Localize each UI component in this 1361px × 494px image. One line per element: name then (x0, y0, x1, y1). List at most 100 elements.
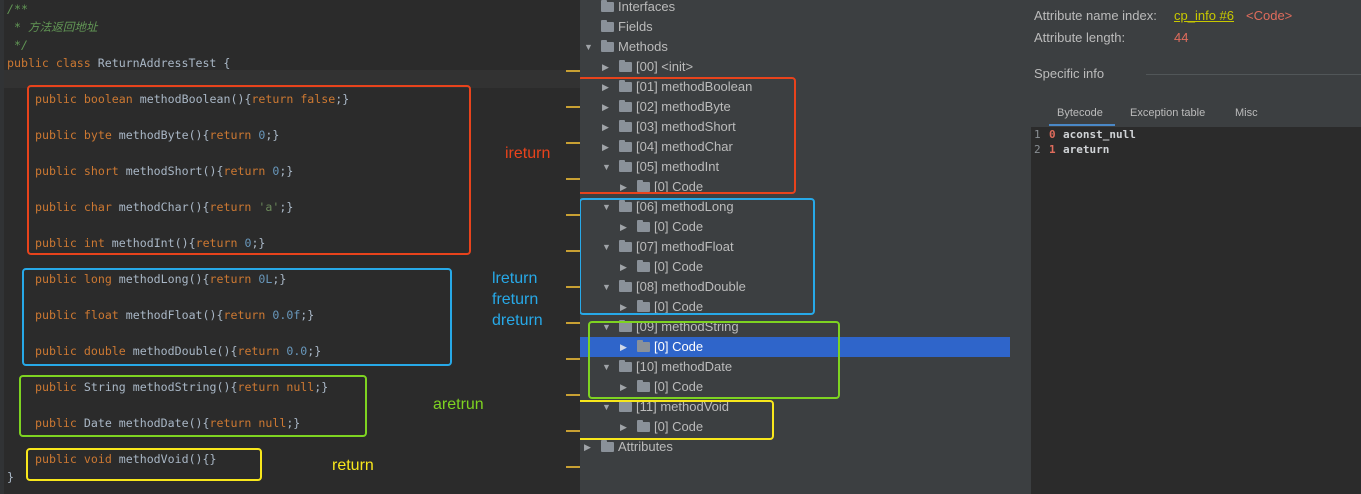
editor-marker (566, 142, 580, 144)
active-tab-indicator (1049, 124, 1115, 126)
line-number: 1 (1034, 128, 1041, 141)
folder-icon (637, 180, 650, 192)
code-line-method-char: public char methodChar(){return 'a';} (35, 200, 294, 214)
tree-node-method-00[interactable]: ▶[00] <init> (580, 57, 1031, 77)
folder-icon (601, 0, 614, 12)
line-number: 2 (1034, 143, 1041, 156)
tree-node-method-10[interactable]: ▼[10] methodDate (580, 357, 1031, 377)
section-divider (1146, 74, 1361, 75)
folder-icon (637, 340, 650, 352)
tree-node-method-04[interactable]: ▶[04] methodChar (580, 137, 1031, 157)
chevron-down-icon[interactable]: ▼ (584, 42, 593, 52)
tab-bytecode[interactable]: Bytecode (1057, 107, 1103, 119)
tree-node-method-08[interactable]: ▼[08] methodDouble (580, 277, 1031, 297)
chevron-down-icon[interactable]: ▼ (602, 242, 611, 252)
bytecode-view[interactable]: 1 0 aconst_null 2 1 areturn (1031, 127, 1361, 494)
lreturn-label: lreturn (492, 270, 538, 287)
code-line-method-int: public int methodInt(){return 0;} (35, 236, 266, 250)
tree-node-method-06[interactable]: ▼[06] methodLong (580, 197, 1031, 217)
chevron-down-icon[interactable]: ▼ (602, 282, 611, 292)
chevron-right-icon[interactable]: ▶ (620, 422, 627, 432)
class-open-brace: { (216, 56, 231, 70)
cp-info-link[interactable]: cp_info #6 (1174, 8, 1234, 23)
doc-comment-open: /** (7, 2, 28, 16)
folder-icon (637, 420, 650, 432)
folder-icon (637, 260, 650, 272)
editor-marker (566, 322, 580, 324)
bytecode-offset: 1 (1049, 143, 1056, 156)
aretrun-label: aretrun (433, 396, 484, 413)
folder-icon (619, 160, 632, 172)
editor-gutter (0, 0, 4, 494)
folder-icon (619, 100, 632, 112)
chevron-right-icon[interactable]: ▶ (602, 102, 609, 112)
tree-node-interfaces[interactable]: Interfaces (580, 0, 1031, 17)
class-name: ReturnAddressTest (97, 56, 217, 70)
chevron-right-icon[interactable]: ▶ (602, 122, 609, 132)
tree-node-method-03[interactable]: ▶[03] methodShort (580, 117, 1031, 137)
tab-misc[interactable]: Misc (1235, 107, 1258, 119)
folder-icon (637, 380, 650, 392)
tree-node-code[interactable]: ▶[0] Code (580, 177, 1031, 197)
chevron-right-icon[interactable]: ▶ (602, 62, 609, 72)
chevron-right-icon[interactable]: ▶ (602, 142, 609, 152)
chevron-right-icon[interactable]: ▶ (620, 302, 627, 312)
attribute-name-value: <Code> (1246, 8, 1293, 23)
tree-node-method-02[interactable]: ▶[02] methodByte (580, 97, 1031, 117)
chevron-down-icon[interactable]: ▼ (602, 402, 611, 412)
chevron-right-icon[interactable]: ▶ (620, 222, 627, 232)
editor-marker (566, 286, 580, 288)
chevron-right-icon[interactable]: ▶ (620, 382, 627, 392)
folder-icon (637, 220, 650, 232)
chevron-down-icon[interactable]: ▼ (602, 162, 611, 172)
class-close-brace: } (7, 470, 14, 484)
tree-node-methods[interactable]: ▼Methods (580, 37, 1031, 57)
code-line-method-void: public void methodVoid(){} (35, 452, 217, 466)
return-methods-box (580, 400, 774, 440)
chevron-right-icon[interactable]: ▶ (620, 342, 627, 352)
areturn-methods-box (588, 321, 840, 399)
bytecode-instruction: areturn (1063, 143, 1110, 156)
folder-icon (619, 280, 632, 292)
chevron-down-icon[interactable]: ▼ (602, 322, 611, 332)
editor-marker (566, 250, 580, 252)
chevron-right-icon[interactable]: ▶ (602, 82, 609, 92)
tab-exception-table[interactable]: Exception table (1130, 107, 1206, 119)
tree-node-code[interactable]: ▶[0] Code (580, 297, 1031, 317)
tree-node-code-selected[interactable]: ▶[0] Code (580, 337, 1010, 357)
chevron-down-icon[interactable]: ▼ (602, 202, 611, 212)
code-line-method-float: public float methodFloat(){return 0.0f;} (35, 308, 315, 322)
folder-icon (619, 80, 632, 92)
class-structure-tree[interactable]: Interfaces Fields ▼Methods ▶[00] <init> … (580, 0, 1031, 494)
chevron-right-icon[interactable]: ▶ (620, 182, 627, 192)
tree-node-code[interactable]: ▶[0] Code (580, 417, 1031, 437)
code-editor[interactable]: /** * 方法返回地址 */ public class ReturnAddre… (0, 0, 580, 494)
bytecode-instruction: aconst_null (1063, 128, 1136, 141)
folder-icon (637, 300, 650, 312)
tree-node-code[interactable]: ▶[0] Code (580, 217, 1031, 237)
ireturn-methods-box (580, 77, 796, 194)
tree-node-code[interactable]: ▶[0] Code (580, 377, 1031, 397)
tree-node-attributes[interactable]: ▶Attributes (580, 437, 1031, 457)
chevron-down-icon[interactable]: ▼ (602, 362, 611, 372)
freturn-label: freturn (492, 291, 539, 308)
tree-node-method-07[interactable]: ▼[07] methodFloat (580, 237, 1031, 257)
editor-marker (566, 106, 580, 108)
tree-node-method-01[interactable]: ▶[01] methodBoolean (580, 77, 1031, 97)
code-line-method-byte: public byte methodByte(){return 0;} (35, 128, 280, 142)
chevron-right-icon[interactable]: ▶ (584, 442, 591, 452)
class-keyword: public class (7, 56, 98, 70)
tree-node-code[interactable]: ▶[0] Code (580, 257, 1031, 277)
code-line-method-short: public short methodShort(){return 0;} (35, 164, 294, 178)
code-line-method-long: public long methodLong(){return 0L;} (35, 272, 287, 286)
chevron-right-icon[interactable]: ▶ (620, 262, 627, 272)
code-line-method-date: public Date methodDate(){return null;} (35, 416, 301, 430)
doc-comment-close: */ (7, 38, 28, 52)
tree-node-fields[interactable]: Fields (580, 17, 1031, 37)
editor-marker (566, 214, 580, 216)
folder-icon (619, 200, 632, 212)
attribute-length-label: Attribute length: (1034, 30, 1126, 45)
ireturn-group-box (27, 85, 471, 255)
code-line-method-double: public double methodDouble(){return 0.0;… (35, 344, 322, 358)
tree-node-method-05[interactable]: ▼[05] methodInt (580, 157, 1031, 177)
